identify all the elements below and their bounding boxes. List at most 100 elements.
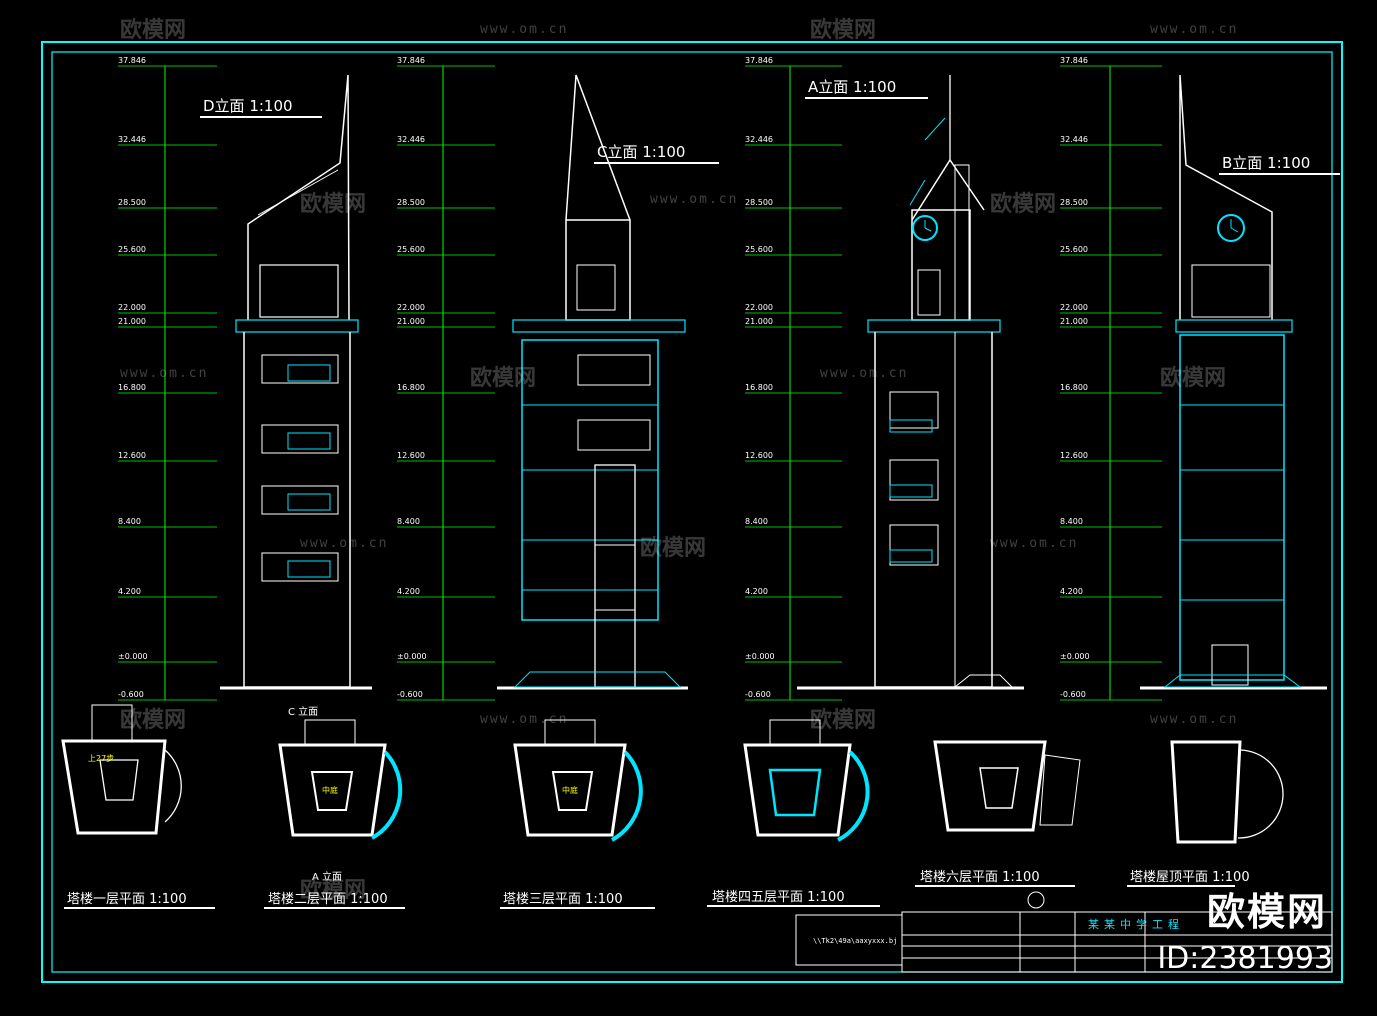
elevation-title: B立面 1:100 bbox=[1222, 154, 1310, 172]
level-label: 32.446 bbox=[118, 135, 146, 144]
level-label: 21.000 bbox=[118, 317, 146, 326]
floor-plan-4: 塔楼四五层平面 1:100 bbox=[707, 719, 880, 907]
level-label: -0.600 bbox=[1060, 690, 1086, 699]
level-label: 12.600 bbox=[397, 451, 425, 460]
elevation-title: A立面 1:100 bbox=[808, 78, 896, 96]
level-label: 16.800 bbox=[1060, 383, 1088, 392]
level-label: 12.600 bbox=[1060, 451, 1088, 460]
level-label: 4.200 bbox=[397, 587, 420, 596]
elevation-title: C立面 1:100 bbox=[597, 143, 685, 161]
level-label: 8.400 bbox=[1060, 517, 1083, 526]
level-label: 16.800 bbox=[397, 383, 425, 392]
watermark-brand: 欧模网 bbox=[1206, 890, 1327, 934]
level-label: -0.600 bbox=[118, 690, 144, 699]
level-label: 22.000 bbox=[1060, 303, 1088, 312]
level-label: 12.600 bbox=[745, 451, 773, 460]
level-label: 37.846 bbox=[118, 56, 146, 65]
floor-plan-2: C 立面 A 立面 中庭 塔楼二层平面 1:100 bbox=[264, 705, 405, 909]
level-label: ±0.000 bbox=[118, 652, 148, 661]
sheet-frame-inner bbox=[51, 51, 1333, 973]
svg-text:上27步: 上27步 bbox=[88, 754, 114, 763]
watermark-logo: 欧模网 bbox=[810, 18, 877, 43]
sheet-frame-outer bbox=[41, 41, 1343, 983]
floor-plan-roof: 塔楼屋顶平面 1:100 bbox=[1127, 740, 1284, 887]
clock-icon bbox=[1217, 214, 1245, 242]
level-label: 37.846 bbox=[745, 56, 773, 65]
watermark-logo: 欧模网 bbox=[300, 192, 367, 217]
file-path: \\Tk2\49a\aaxyxxx.bj bbox=[813, 937, 897, 945]
watermark-logo: 欧模网 bbox=[120, 18, 187, 43]
level-label: 28.500 bbox=[118, 198, 146, 207]
watermark-url: www.om.cn bbox=[1150, 712, 1239, 727]
level-label: 25.600 bbox=[745, 245, 773, 254]
level-label: 12.600 bbox=[118, 451, 146, 460]
level-label: 4.200 bbox=[1060, 587, 1083, 596]
level-label: 32.446 bbox=[1060, 135, 1088, 144]
elevation-c: C立面 1:100 bbox=[512, 74, 719, 688]
level-label: 22.000 bbox=[118, 303, 146, 312]
watermark-logo: 欧模网 bbox=[1160, 366, 1227, 391]
level-label: 25.600 bbox=[397, 245, 425, 254]
watermark-logo: 欧模网 bbox=[810, 708, 877, 733]
watermark-url: www.om.cn bbox=[120, 366, 209, 381]
level-label: 16.800 bbox=[118, 383, 146, 392]
floor-plan-1: 上27步 塔楼一层平面 1:100 bbox=[61, 704, 215, 909]
clock-icon bbox=[912, 215, 938, 241]
plan-title: 塔楼二层平面 1:100 bbox=[268, 892, 388, 907]
elevation-d: D立面 1:100 bbox=[200, 74, 359, 688]
svg-text:中庭: 中庭 bbox=[322, 785, 338, 795]
level-label: 25.600 bbox=[1060, 245, 1088, 254]
level-label: 37.846 bbox=[397, 56, 425, 65]
watermark-url: www.om.cn bbox=[990, 536, 1079, 551]
level-columns: 37.846 32.446 28.500 25.600 22.000 21.000 16.8… bbox=[118, 56, 1162, 701]
level-label: 8.400 bbox=[745, 517, 768, 526]
watermark-logo: 欧模网 bbox=[470, 366, 537, 391]
level-label: 32.446 bbox=[745, 135, 773, 144]
level-label: ±0.000 bbox=[397, 652, 427, 661]
project-name: 某某中学工程 bbox=[1088, 917, 1184, 931]
level-label: 28.500 bbox=[1060, 198, 1088, 207]
svg-text:C 立面: C 立面 bbox=[288, 705, 318, 718]
plan-title: 塔楼四五层平面 1:100 bbox=[712, 890, 845, 905]
elevation-title: D立面 1:100 bbox=[203, 97, 293, 115]
level-label: ±0.000 bbox=[1060, 652, 1090, 661]
elevation-a: A立面 1:100 bbox=[805, 75, 1014, 688]
level-label: ±0.000 bbox=[745, 652, 775, 661]
level-label: 22.000 bbox=[745, 303, 773, 312]
level-label: 21.000 bbox=[745, 317, 773, 326]
level-label: 16.800 bbox=[745, 383, 773, 392]
plan-title: 塔楼三层平面 1:100 bbox=[503, 892, 623, 907]
plan-title: 塔楼屋顶平面 1:100 bbox=[1130, 870, 1250, 885]
level-label: 8.400 bbox=[118, 517, 141, 526]
watermark-logo: 欧模网 bbox=[300, 878, 367, 903]
svg-text:中庭: 中庭 bbox=[562, 785, 578, 795]
watermark-logo: 欧模网 bbox=[640, 536, 707, 561]
level-label: -0.600 bbox=[397, 690, 423, 699]
watermark-url: www.om.cn bbox=[1150, 22, 1239, 37]
watermark-logo: 欧模网 bbox=[990, 192, 1057, 217]
level-label: 8.400 bbox=[397, 517, 420, 526]
floor-plan-6: 塔楼六层平面 1:100 bbox=[915, 740, 1081, 887]
watermark-url: www.om.cn bbox=[480, 712, 569, 727]
watermark-url: www.om.cn bbox=[650, 192, 739, 207]
level-label: 37.846 bbox=[1060, 56, 1088, 65]
watermark-id: ID:2381993 bbox=[1157, 941, 1333, 976]
title-block: \\Tk2\49a\aaxyxxx.bj 某某中学工程 bbox=[795, 891, 1333, 973]
watermark-url: www.om.cn bbox=[480, 22, 569, 37]
level-label: 25.600 bbox=[118, 245, 146, 254]
level-label: 28.500 bbox=[745, 198, 773, 207]
level-label: 4.200 bbox=[745, 587, 768, 596]
watermark-logo: 欧模网 bbox=[120, 708, 187, 733]
level-label: 21.000 bbox=[397, 317, 425, 326]
svg-text:A 立面: A 立面 bbox=[312, 870, 342, 883]
plan-title: 塔楼六层平面 1:100 bbox=[920, 870, 1040, 885]
level-label: 22.000 bbox=[397, 303, 425, 312]
level-label: 4.200 bbox=[118, 587, 141, 596]
plan-title: 塔楼一层平面 1:100 bbox=[67, 892, 187, 907]
watermark-url: www.om.cn bbox=[300, 536, 389, 551]
level-label: 28.500 bbox=[397, 198, 425, 207]
floor-plan-3: 中庭 塔楼三层平面 1:100 bbox=[500, 719, 655, 909]
level-label: -0.600 bbox=[745, 690, 771, 699]
elevation-b: B立面 1:100 bbox=[1163, 74, 1340, 688]
